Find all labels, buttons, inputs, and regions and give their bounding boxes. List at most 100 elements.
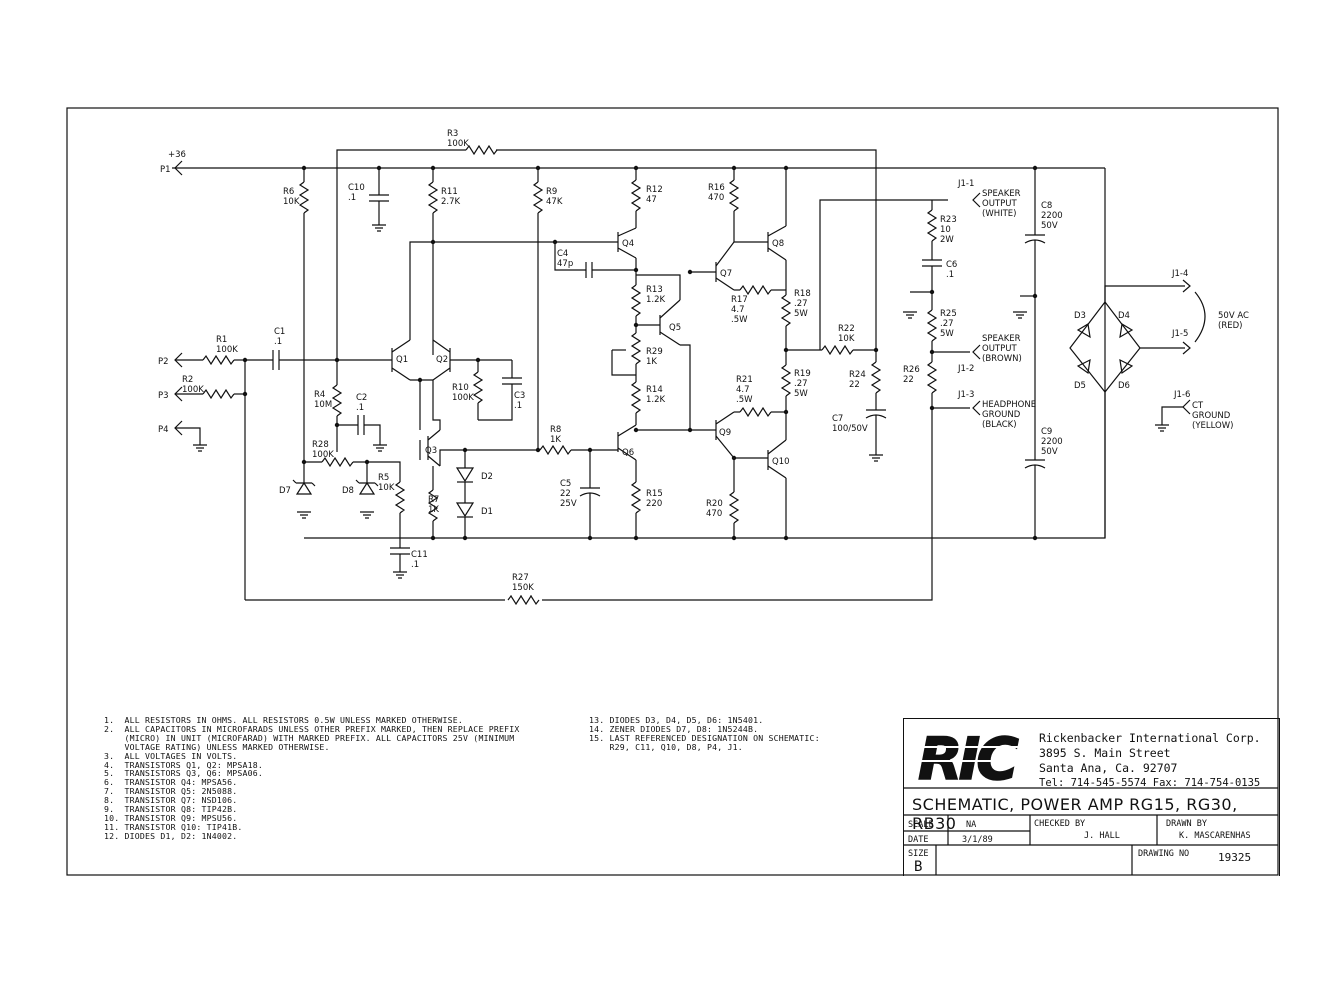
note-line: 11. TRANSISTOR Q10: TIP41B. [104, 821, 243, 832]
resistor-r16 [728, 179, 740, 212]
r13-label: R13 [646, 285, 663, 295]
r7-label: R7 [428, 495, 439, 505]
svg-text:(BLACK): (BLACK) [982, 420, 1017, 430]
r23-wattage: 2W [940, 235, 954, 245]
c2-label: C2 [356, 393, 367, 403]
svg-text:(WHITE): (WHITE) [982, 209, 1017, 219]
scale-value: NA [966, 820, 977, 830]
j1-6-connector [1182, 399, 1191, 415]
resistor-r8 [539, 444, 572, 456]
c9-label: C9 [1041, 427, 1052, 437]
r4-label: R4 [314, 390, 325, 400]
r5-label: R5 [378, 473, 389, 483]
ground-icon [372, 224, 386, 232]
c2-value: .1 [356, 403, 364, 413]
r8-label: R8 [550, 425, 561, 435]
r14-label: R14 [646, 385, 663, 395]
d5-label: D5 [1074, 381, 1086, 391]
resistor-r19 [780, 364, 792, 397]
c9-voltage: 50V [1041, 447, 1058, 457]
r16-value: 470 [708, 193, 724, 203]
zener-diode-d7 [295, 481, 313, 495]
diode-d5 [1076, 358, 1091, 375]
resistor-r28 [321, 456, 354, 468]
c6-label: C6 [946, 260, 957, 270]
company-name: Rickenbacker International Corp. [1039, 731, 1261, 745]
r26-value: 22 [903, 375, 914, 385]
c3-label: C3 [514, 391, 525, 401]
ground-icon [360, 511, 374, 519]
svg-text:50V AC: 50V AC [1218, 311, 1249, 321]
zener-diode-d8 [358, 481, 376, 495]
r21-value: 4.7 [736, 385, 750, 395]
d8-label: D8 [342, 486, 354, 496]
resistor-r6 [298, 181, 310, 214]
r1-value: 100K [216, 345, 238, 355]
note-line: 5. TRANSISTORS Q3, Q6: MPSA06. [104, 768, 264, 779]
c8-value: 2200 [1041, 211, 1063, 221]
resistor-r26 [926, 361, 938, 394]
resistor-r18 [780, 294, 792, 327]
r2-value: 100K [182, 385, 204, 395]
p1-connector [174, 160, 183, 176]
j1-1-connector [972, 192, 981, 208]
resistor-r12 [630, 179, 642, 212]
r6-label: R6 [283, 187, 294, 197]
r12-label: R12 [646, 185, 663, 195]
r3-label: R3 [447, 129, 458, 139]
r17-wattage: .5W [731, 315, 748, 325]
resistor-r24 [870, 361, 882, 394]
j1-4-label: J1-4 [1171, 269, 1188, 279]
resistor-r5 [394, 481, 406, 514]
ground-icon [373, 444, 387, 452]
d4-label: D4 [1118, 311, 1130, 321]
diode-d1 [455, 502, 475, 518]
c8-voltage: 50V [1041, 221, 1058, 231]
p3-label: P3 [158, 391, 169, 401]
c1-value: .1 [274, 337, 282, 347]
note-line: 1. ALL RESISTORS IN OHMS. ALL RESISTORS … [104, 715, 464, 725]
c4-label: C4 [557, 249, 568, 259]
resistor-r17 [739, 284, 772, 296]
j1-2-connector [972, 344, 981, 360]
note-line: 12. DIODES D1, D2: 1N4002. [104, 830, 238, 841]
drawn-by-value: K. MASCARENHAS [1179, 831, 1251, 841]
general-notes-continued: 13. DIODES D3, D4, D5, D6: 1N5401. 14. Z… [589, 716, 859, 752]
note-line: 10. TRANSISTOR Q9: MPSU56. [104, 812, 238, 823]
d2-label: D2 [481, 472, 493, 482]
d6-label: D6 [1118, 381, 1130, 391]
resistor-r25 [926, 309, 938, 342]
resistor-r7 [427, 489, 439, 522]
junction-dots [242, 165, 1038, 541]
svg-text:RIC: RIC [918, 725, 1018, 789]
j1-3-connector [972, 400, 981, 416]
company-info: Rickenbacker International Corp. 3895 S.… [1039, 731, 1261, 791]
date-label: DATE [908, 835, 929, 845]
r15-label: R15 [646, 489, 663, 499]
diode-d3 [1076, 323, 1091, 339]
resistor-r23 [926, 209, 938, 242]
svg-text:SPEAKER: SPEAKER [982, 334, 1021, 344]
resistor-r21 [739, 406, 772, 418]
ground-icon [193, 444, 207, 452]
r10-value: 100K [452, 393, 474, 403]
checked-by-label: CHECKED BY [1034, 819, 1086, 829]
r22-value: 10K [838, 334, 855, 344]
p2-label: P2 [158, 357, 169, 367]
r7-value: 1K [428, 505, 439, 515]
r24-value: 22 [849, 380, 860, 390]
drawing-no-label: DRAWING NO [1138, 849, 1190, 859]
sheet-border [66, 107, 1279, 876]
c11-value: .1 [411, 560, 419, 570]
r24-label: R24 [849, 370, 866, 380]
resistor-r10 [472, 371, 484, 404]
j1-1-label: J1-1 [957, 179, 974, 189]
note-line: 6. TRANSISTOR Q4: MPSA56. [104, 777, 238, 788]
j1-3-label: J1-3 [957, 390, 974, 400]
r8-value: 1K [550, 435, 561, 445]
resistor-r3 [465, 144, 498, 156]
r21-label: R21 [736, 375, 753, 385]
ric-logo: RIC [916, 725, 1027, 789]
